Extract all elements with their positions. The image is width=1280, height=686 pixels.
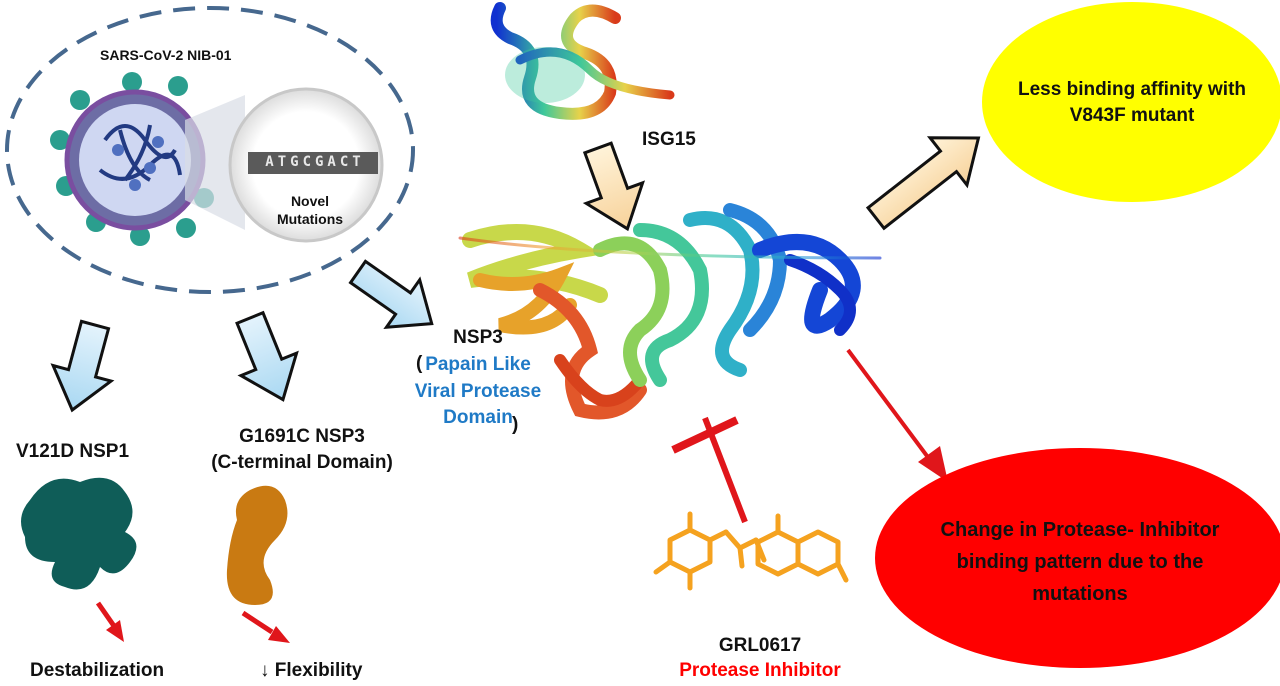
nsp3-domain-close-paren: ) <box>512 414 519 435</box>
inhibitor-name-label: GRL0617 <box>718 635 802 656</box>
arrow-nsp3-effect-head <box>268 626 290 643</box>
isg15-protein-structure <box>490 2 675 120</box>
nsp3-label: NSP3 <box>453 327 503 348</box>
nsp3-protein-structure <box>458 203 882 420</box>
nsp1-mutation-label: V121D NSP1 <box>16 441 130 462</box>
arrow-nsp1-effect-head <box>106 620 124 642</box>
arrow-to-nsp3 <box>348 259 434 330</box>
arrow-nsp3-to-affinity <box>865 136 981 231</box>
arrow-nsp3-to-pattern-head <box>918 446 948 482</box>
novel-mutations-label: Novel Mutations <box>276 193 344 227</box>
pattern-outcome-ellipse <box>875 448 1280 668</box>
arrow-isg15-to-nsp3 <box>582 141 646 232</box>
grl0617-molecule-structure <box>653 511 849 591</box>
affinity-outcome-ellipse <box>982 2 1280 202</box>
arrow-nsp3-to-pattern-line <box>846 348 932 462</box>
virus-dashed-boundary <box>5 6 415 294</box>
inhibitor-role-label: Protease Inhibitor <box>679 660 841 681</box>
zoom-cone <box>185 95 245 230</box>
arrow-nsp1-effect-line <box>95 601 117 628</box>
nsp1-effect-label: Destabilization <box>30 660 165 681</box>
pattern-outcome-text: Change in Protease- Inhibitor binding pa… <box>940 519 1220 605</box>
isg15-label: ISG15 <box>642 129 696 150</box>
arrow-to-nsp1-mutation <box>50 319 115 413</box>
nsp3-mutation-label: G1691C NSP3 (C-terminal Domain) <box>211 426 393 473</box>
inhibition-bar-cap <box>671 416 739 454</box>
nsp3-c-terminal-blob <box>226 485 288 605</box>
nsp1-protein-blob <box>21 477 137 590</box>
dna-sequence-text: ATGCGACT <box>265 154 365 170</box>
dna-sequence-strip-icon <box>248 152 378 174</box>
arrow-to-nsp3-mutation <box>235 310 299 402</box>
nsp3-domain-label: Papain Like Viral Protease Domain <box>414 354 542 429</box>
virus-strain-label: SARS-CoV-2 NIB-01 <box>100 47 232 63</box>
arrow-nsp3-effect-line <box>241 610 274 635</box>
affinity-outcome-text: Less binding affinity with V843F mutant <box>1018 79 1246 127</box>
virus-particle-icon <box>50 72 214 246</box>
nsp3-domain-open-paren: ( <box>416 353 423 374</box>
nsp3-effect-label: ↓ Flexibility <box>260 660 363 681</box>
